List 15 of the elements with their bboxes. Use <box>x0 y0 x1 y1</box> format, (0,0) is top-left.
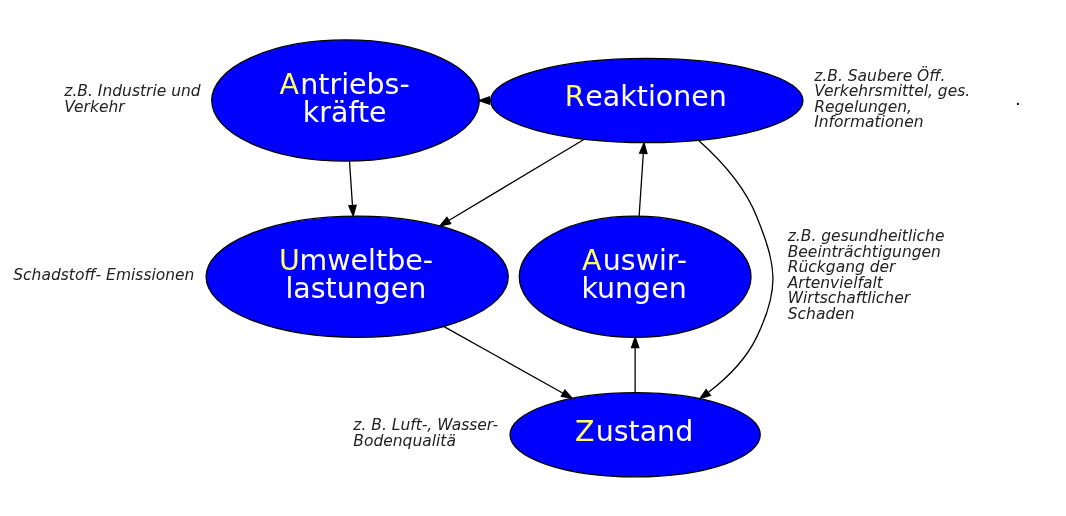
node-ellipse: Zustand <box>509 391 761 477</box>
arrow <box>638 140 648 217</box>
arrow <box>698 139 774 400</box>
arrow <box>347 159 357 218</box>
node-label: z.B. Saubere Öff. Verkehrsmittel, ges. Regelungen, Informationen <box>814 66 971 131</box>
arrow <box>438 138 585 227</box>
node-label: z.B. gesundheitliche Beeinträchtigungen <box>787 226 945 261</box>
node-ellipse: Antriebs- kräfte <box>211 38 480 162</box>
arrow <box>442 325 574 399</box>
node-label: Schadstoff- Emissionen <box>13 265 195 283</box>
node-label: z.B. Industrie und Verkehr <box>64 81 201 116</box>
node-label: z. B. Luft-, Wasser- Bodenqualitä <box>353 415 498 450</box>
arrow <box>630 334 640 393</box>
node-ellipse: Auswir- kungen <box>518 215 752 338</box>
label: . <box>1014 87 1021 109</box>
